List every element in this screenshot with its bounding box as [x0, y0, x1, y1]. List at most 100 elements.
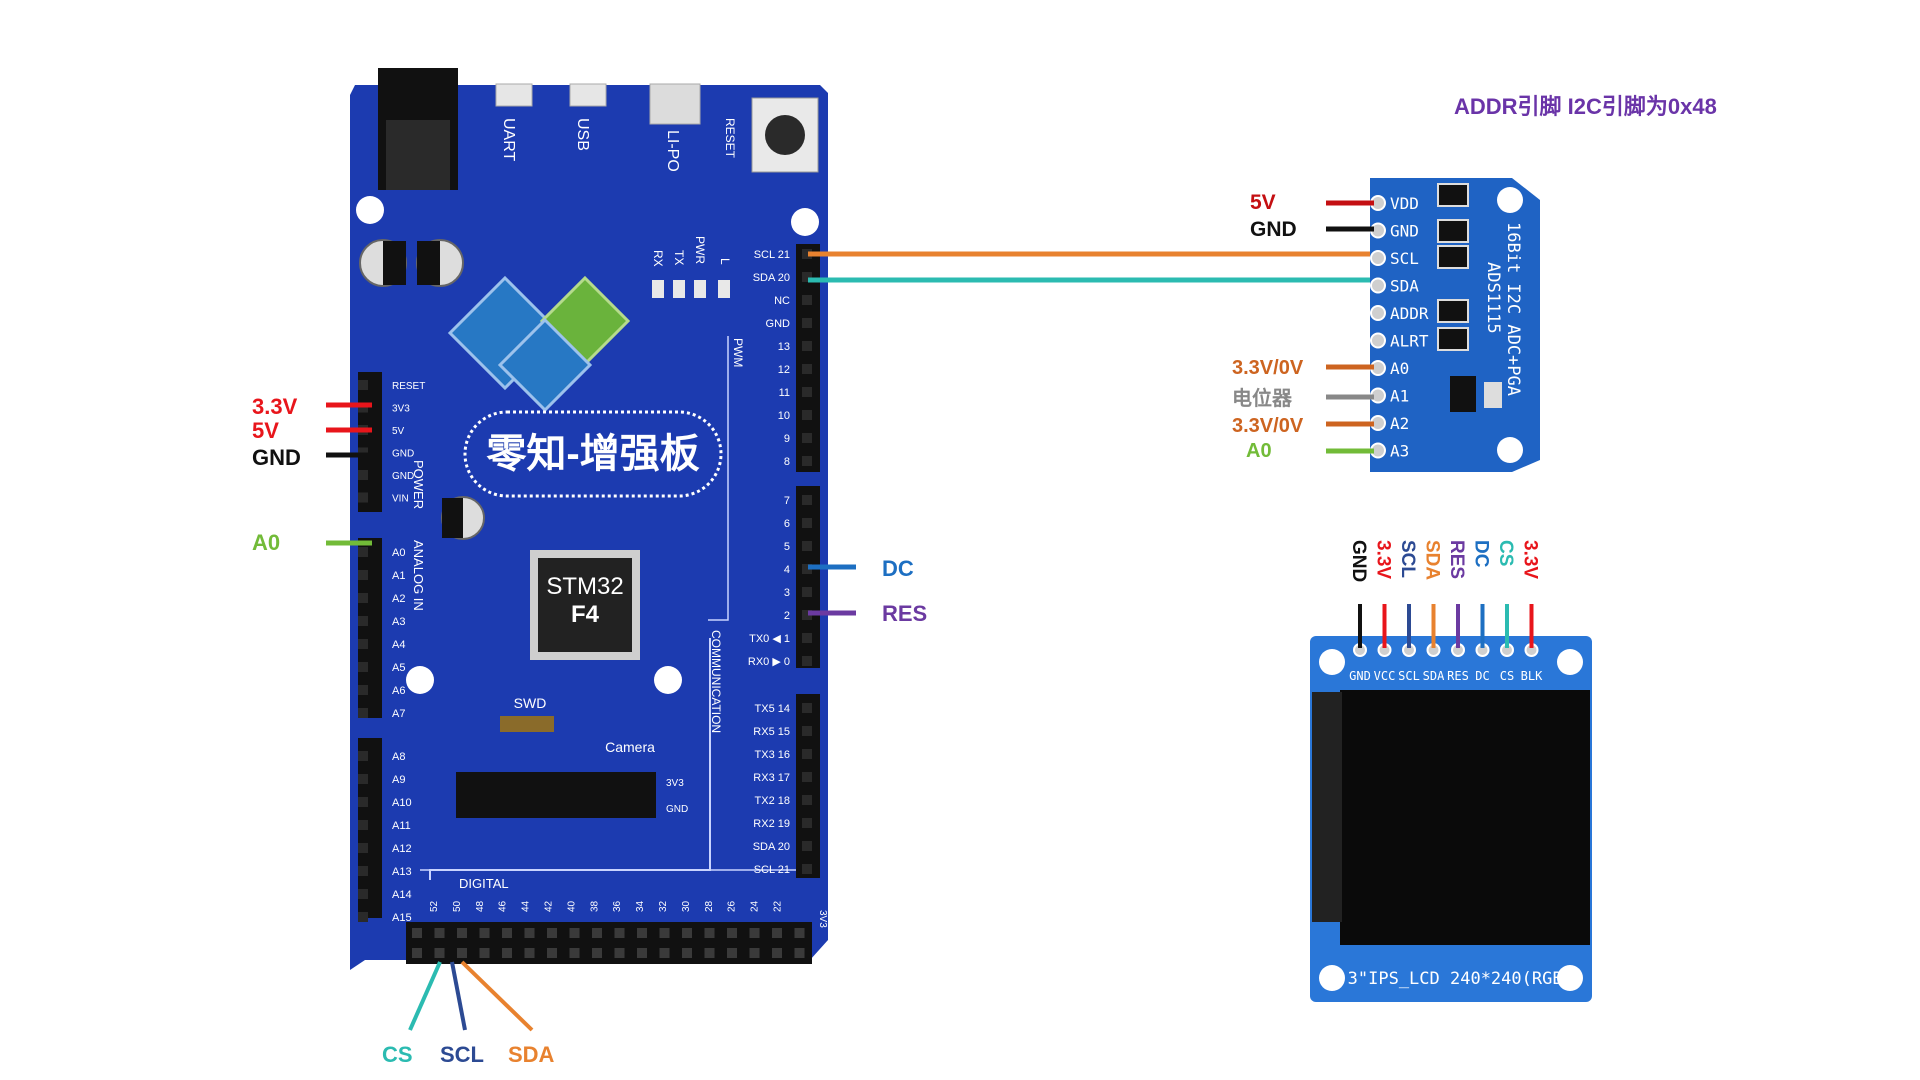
right-pin-label: 5: [784, 541, 790, 553]
header-pin: [802, 656, 812, 666]
header-pin: [358, 570, 368, 580]
adc-pin-label: SDA: [1390, 277, 1419, 296]
right-pin-label: GND: [766, 318, 791, 330]
right-pin-label: 8: [784, 456, 790, 468]
digital-pin-label: 30: [681, 900, 692, 912]
right-pin-label: RX3 17: [753, 772, 790, 784]
header-pin: [682, 928, 692, 938]
lcd-wire-label: 3.3V: [1520, 540, 1541, 579]
header-pin: [802, 726, 812, 736]
header-pin: [358, 639, 368, 649]
lcd-pin-label: BLK: [1521, 669, 1543, 683]
header-pin: [502, 948, 512, 958]
digital-pin-label: 47: [508, 972, 519, 984]
digital-pin-label: 41: [576, 972, 587, 984]
i2c-wires: [808, 251, 1370, 283]
bottom-wires: CS SCL SDA: [382, 960, 555, 1067]
lcd-pin-label: RES: [1447, 669, 1469, 683]
power-pin-label: GND: [392, 471, 414, 482]
header-pin: [358, 492, 368, 503]
header-pin: [524, 948, 535, 958]
header-pin: [637, 928, 647, 938]
right-pin-label: RX0 ▶ 0: [748, 656, 790, 668]
adc-label-gnd: GND: [1250, 218, 1297, 241]
adc-pin-label: A2: [1390, 414, 1409, 433]
wire-label-sda: SDA: [508, 1042, 555, 1067]
camera-3v3-label: 3V3: [666, 778, 684, 789]
right-pin-label: NC: [774, 295, 790, 307]
right-pin-label: TX3 16: [755, 749, 790, 761]
wire-label-gnd: GND: [252, 445, 301, 470]
lcd-wire-label: GND: [1348, 540, 1369, 582]
header-pin: [457, 948, 467, 958]
header-pin: [727, 948, 737, 958]
header-pin: [358, 593, 368, 603]
right-pin-label: SDA 20: [753, 841, 790, 853]
header-pin: [802, 841, 812, 851]
header-pin: [358, 380, 368, 390]
power-pin-label: 3V3: [392, 404, 410, 415]
left-wires: 3.3V 5V GND A0: [252, 394, 372, 555]
analog-pin-label: A3: [392, 616, 405, 628]
right-pin-label: 11: [779, 387, 790, 399]
header-pin: [802, 541, 812, 551]
header-pin: [802, 295, 812, 305]
right-pin-label: 4: [784, 564, 790, 576]
wire-label-cs: CS: [382, 1042, 413, 1067]
power-pin-label: VIN: [392, 494, 409, 505]
header-pin: [358, 470, 368, 480]
header-pin: [802, 610, 812, 620]
adc-pin-label: ALRT: [1390, 332, 1429, 351]
lcd-wire-label: RES: [1446, 540, 1467, 579]
wire-label-res: RES: [882, 601, 927, 626]
swd-label: SWD: [514, 695, 547, 711]
addr-note: ADDR引脚 I2C引脚为0x48: [1454, 94, 1717, 119]
header-pin: [682, 948, 692, 958]
header-pin: [358, 843, 368, 853]
header-pin: [802, 818, 812, 828]
header-pin: [358, 751, 368, 761]
lcd-wire-label: SDA: [1422, 540, 1443, 580]
header-pin: [802, 518, 812, 528]
analog-pin-label: A10: [392, 797, 412, 809]
wire-label-3v3: 3.3V: [252, 394, 298, 419]
analog-pin-label: A11: [392, 820, 411, 832]
header-pin: [802, 772, 812, 782]
header-pin: [358, 797, 368, 807]
pwm-title: PWM: [731, 338, 745, 367]
digital-pin-label: 39: [599, 972, 610, 984]
digital-pin-label: 50: [452, 900, 463, 912]
header-pin: [727, 928, 737, 938]
right-pin-label: 12: [778, 364, 790, 376]
power-header: [358, 372, 382, 512]
adc-pin-label: A3: [1390, 442, 1409, 461]
adc-pin-label: GND: [1390, 222, 1419, 241]
header-pin: [802, 587, 812, 597]
digital-pin-label: 51: [462, 972, 473, 984]
camera-header: [456, 772, 656, 818]
header-pin: [802, 272, 812, 282]
wire-label-scl: SCL: [440, 1042, 484, 1067]
analog-pin-label: A13: [392, 866, 412, 878]
digital-pin-label: 52: [429, 900, 440, 912]
digital-pin-label: 53: [439, 972, 450, 984]
adc-title-1: 16Bit I2C ADC+PGA: [1503, 222, 1523, 396]
right-pin-label: RX2 19: [753, 818, 790, 830]
header-pin: [412, 928, 422, 938]
wire-label-dc: DC: [882, 556, 914, 581]
power-pin-label: RESET: [392, 381, 425, 392]
header-pin: [434, 948, 445, 958]
header-pin: [802, 387, 812, 397]
adc-label-a2: 3.3V/0V: [1232, 415, 1304, 437]
header-pin: [614, 948, 625, 958]
header-pin: [637, 948, 647, 958]
header-pin: [704, 948, 715, 958]
power-pin-label: GND: [392, 449, 414, 460]
lcd-pin-label: CS: [1500, 669, 1514, 683]
header-pin: [358, 708, 368, 718]
header-pin: [592, 928, 602, 938]
analog-pin-label: A1: [392, 570, 405, 582]
adc-label-a3: A0: [1246, 440, 1272, 462]
